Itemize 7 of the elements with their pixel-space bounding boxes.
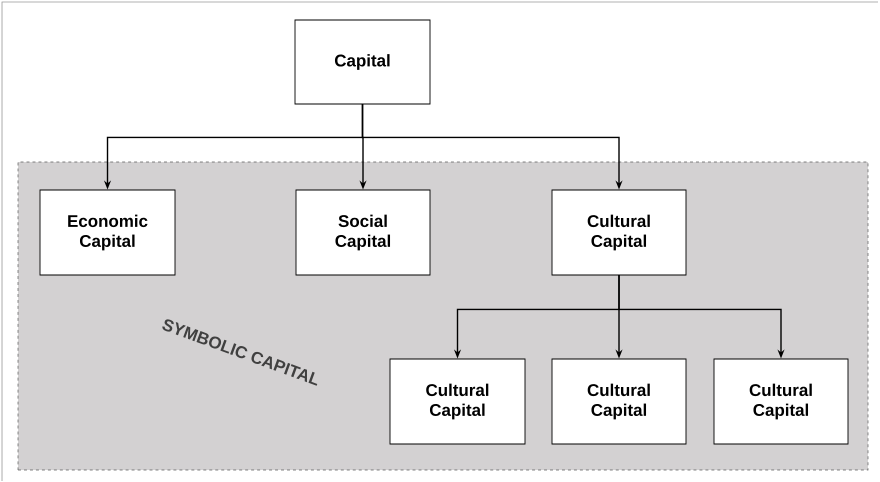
box: Social Capital: [296, 190, 430, 276]
box: Cultural Capital: [714, 358, 848, 444]
box: Capital: [294, 20, 430, 104]
box: Cultural Capital: [390, 358, 526, 444]
box: Economic Capital: [40, 190, 176, 276]
box: Cultural Capital: [552, 190, 686, 276]
box: Cultural Capital: [552, 358, 686, 444]
